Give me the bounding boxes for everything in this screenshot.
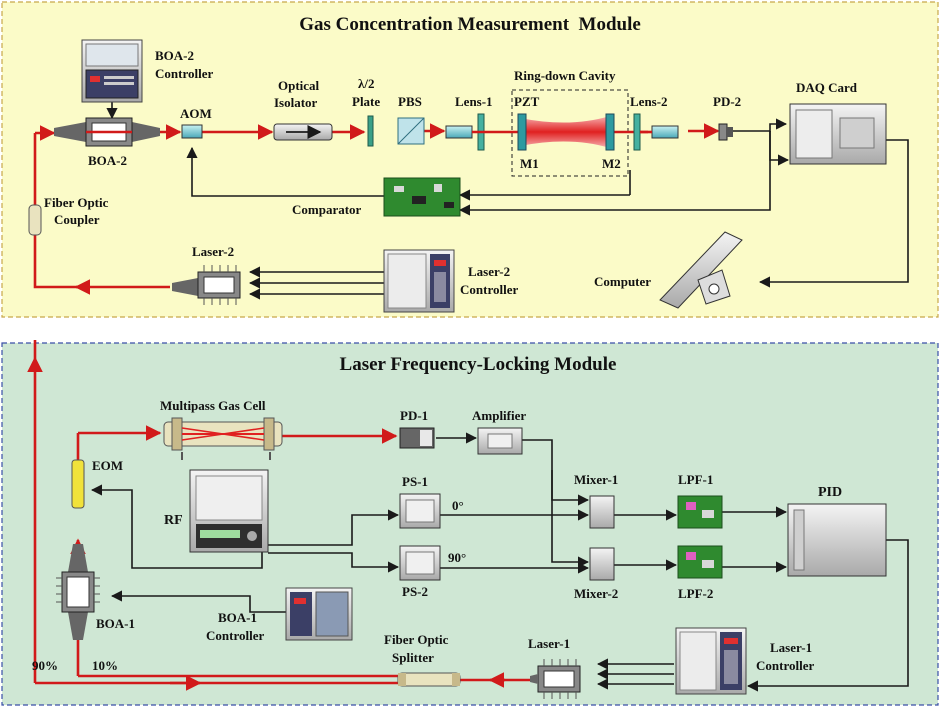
fiber-optic-coupler: [28, 204, 42, 236]
pd1-detector: [399, 427, 435, 449]
eom-label: EOM: [92, 458, 123, 473]
boa2-controller-label: BOA-2: [155, 48, 194, 63]
laser2-controller-label-2: Controller: [460, 282, 518, 297]
laser1-controller-label-2: Controller: [756, 658, 814, 673]
boa2-controller-instrument: [81, 39, 143, 103]
splitter-label-2: Splitter: [392, 650, 434, 665]
comparator-board: [383, 177, 461, 217]
rf-label: RF: [164, 513, 183, 528]
computer-label: Computer: [594, 274, 651, 289]
electrical-paths: [90, 102, 909, 692]
computer-laptop: [659, 231, 743, 309]
laser2-controller-label: Laser-2: [468, 264, 510, 279]
top-module-title: Gas Concentration Measurement Module: [299, 14, 641, 35]
ps2-box: [399, 545, 441, 581]
lpf1-board: [677, 495, 723, 529]
multipass-gas-cell: [163, 417, 283, 460]
boa2-label: BOA-2: [88, 153, 127, 168]
pd2-detector: [718, 123, 733, 141]
ringdown-cavity-label: Ring-down Cavity: [514, 68, 616, 83]
daq-label: DAQ Card: [796, 80, 858, 95]
pd1-label: PD-1: [400, 408, 428, 423]
laser1-chip: [530, 659, 581, 699]
optical-paths: [27, 123, 720, 691]
aom-label: AOM: [180, 106, 212, 121]
pid-controller: [787, 503, 887, 577]
m1-label: M1: [520, 156, 539, 171]
ps2-phase-label: 90°: [448, 550, 466, 565]
boa2-controller-label-2: Controller: [155, 66, 213, 81]
fiber-optic-splitter: [397, 672, 461, 687]
half-wave-plate: [367, 115, 374, 147]
amplifier-box: [477, 427, 523, 455]
daq-card: [789, 103, 887, 165]
mixer2-box: [589, 547, 615, 581]
laser2-label: Laser-2: [192, 244, 234, 259]
coupler-label: Fiber Optic: [44, 195, 109, 210]
bottom-module-title: Laser Frequency-Locking Module: [340, 354, 617, 375]
boa1-controller-instrument: [285, 587, 353, 641]
pd2-label: PD-2: [713, 94, 741, 109]
laser1-controller-label: Laser-1: [770, 640, 812, 655]
pbs-cube: [397, 117, 425, 145]
lpf1-label: LPF-1: [678, 472, 713, 487]
lens2-label: Lens-2: [630, 94, 668, 109]
optical-isolator-label: Optical: [278, 78, 320, 93]
pid-label: PID: [818, 485, 842, 500]
split-90-label: 90%: [32, 658, 58, 673]
comparator-label: Comparator: [292, 202, 362, 217]
ps1-box: [399, 493, 441, 529]
half-wave-label: λ/2: [358, 76, 375, 91]
laser2-chip: [172, 265, 241, 305]
lpf2-board: [677, 545, 723, 579]
boa1-controller-label-2: Controller: [206, 628, 264, 643]
m2-label: M2: [602, 156, 621, 171]
laser1-controller-instrument: [675, 627, 747, 695]
frequency-locking-module: [1, 342, 939, 706]
split-10-label: 10%: [92, 658, 118, 673]
pbs-label: PBS: [398, 94, 422, 109]
pzt-label: PZT: [514, 94, 540, 109]
boa1-chip: [56, 544, 100, 640]
ps1-phase-label: 0°: [452, 498, 464, 513]
lpf2-label: LPF-2: [678, 586, 713, 601]
laser2-controller-instrument: [383, 249, 455, 313]
half-wave-label-2: Plate: [352, 94, 380, 109]
boa1-label: BOA-1: [96, 616, 135, 631]
boa2-chip: [54, 117, 160, 147]
rf-generator: [189, 469, 269, 553]
eom-device: [71, 459, 85, 509]
laser1-label: Laser-1: [528, 636, 570, 651]
amplifier-label: Amplifier: [472, 408, 526, 423]
aom-device: [181, 124, 203, 139]
coupler-label-2: Coupler: [54, 212, 100, 227]
mixer1-label: Mixer-1: [574, 472, 618, 487]
splitter-label: Fiber Optic: [384, 632, 449, 647]
ps1-label: PS-1: [402, 474, 428, 489]
mixer1-box: [589, 495, 615, 529]
ps2-label: PS-2: [402, 584, 428, 599]
optical-isolator-device: [273, 123, 333, 141]
lens1-label: Lens-1: [455, 94, 493, 109]
boa1-controller-label: BOA-1: [218, 610, 257, 625]
ringdown-cavity: [445, 89, 679, 177]
gas-cell-label: Multipass Gas Cell: [160, 398, 266, 413]
optical-isolator-label-2: Isolator: [274, 95, 318, 110]
mixer2-label: Mixer-2: [574, 586, 618, 601]
